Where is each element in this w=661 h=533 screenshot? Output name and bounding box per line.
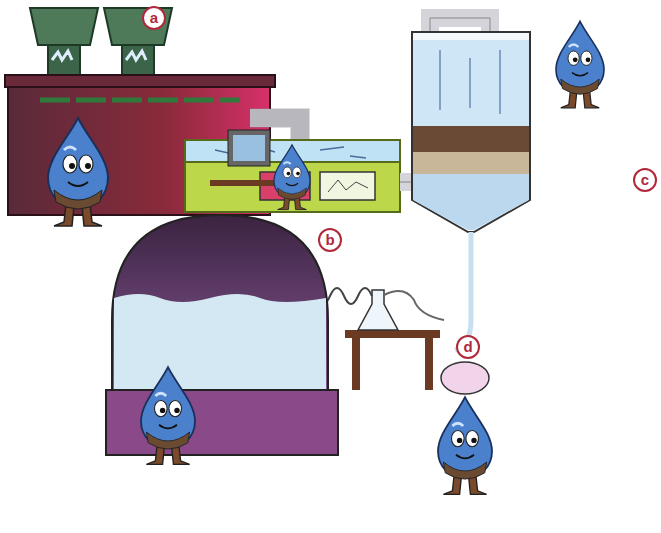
callout-circle: d [456,335,480,359]
callout-letter: a [150,10,158,25]
callout-letter: c [641,172,649,187]
callout-circle: c [633,168,657,192]
callout-letter: b [325,232,334,247]
callout-letter: d [463,339,472,354]
callout-circle: a [142,6,166,30]
callout-circle: b [318,228,342,252]
